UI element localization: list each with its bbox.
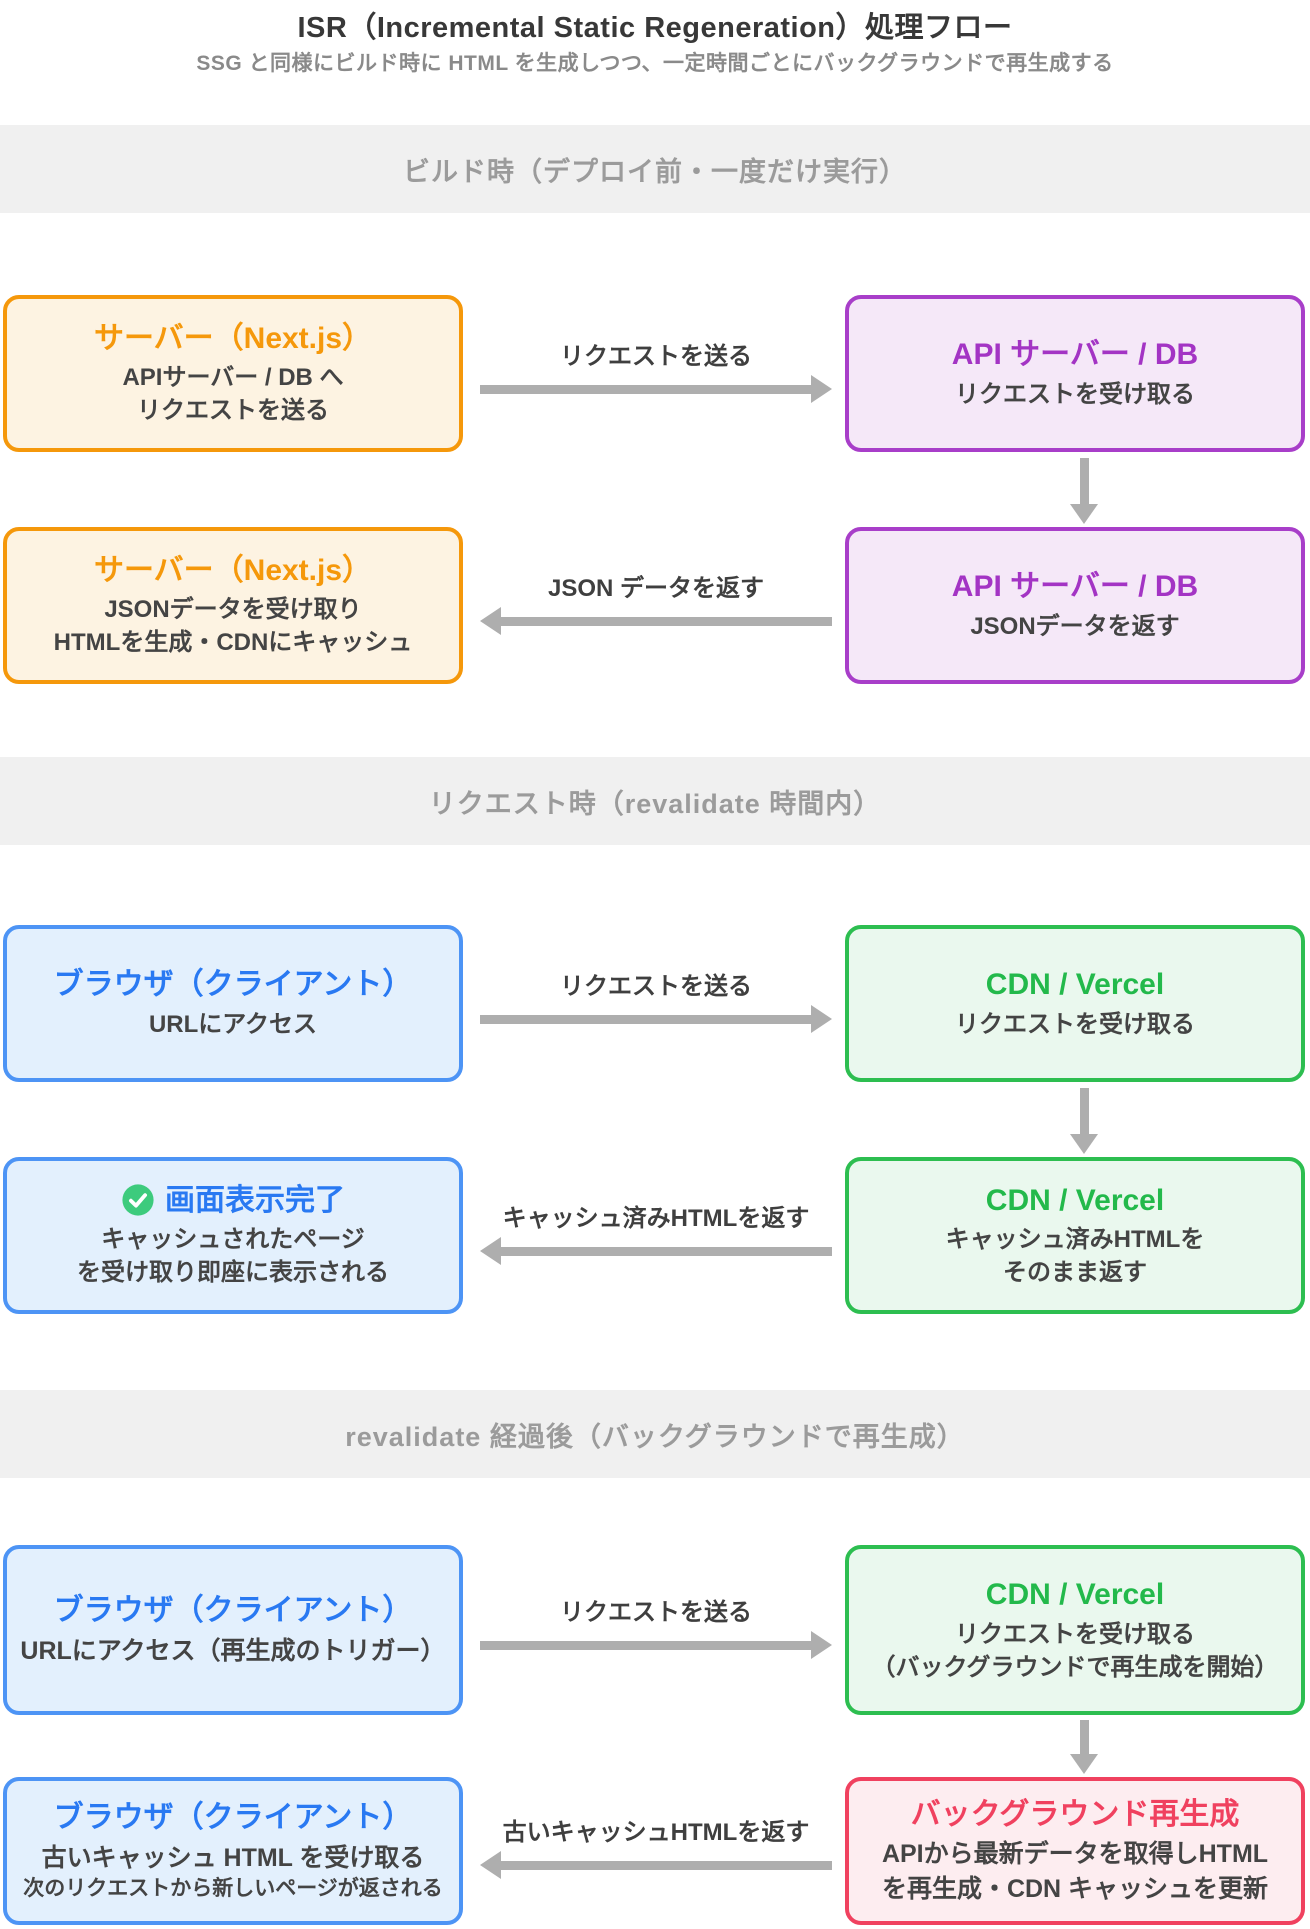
flow-box-server-nextjs: サーバー（Next.js） JSONデータを受け取り HTMLを生成・CDNにキ… <box>3 527 463 684</box>
arrow-zone: リクエストを送る <box>470 967 842 1033</box>
check-circle-icon <box>121 1183 155 1217</box>
box-title: API サーバー / DB <box>951 338 1199 372</box>
arrow-right-icon <box>480 375 832 403</box>
box-line: リクエストを受け取る <box>955 1620 1195 1648</box>
box-line: キャッシュ済みHTMLを <box>945 1226 1205 1254</box>
arrow-right-icon <box>480 1005 832 1033</box>
box-line: （バックグラウンドで再生成を開始） <box>871 1653 1279 1681</box>
flow-box-display-complete: 画面表示完了 キャッシュされたページ を受け取り即座に表示される <box>3 1157 463 1314</box>
box-title: ブラウザ（クライアント） <box>53 1801 413 1835</box>
box-title: 画面表示完了 <box>121 1182 345 1220</box>
box-line: を受け取り即座に表示される <box>77 1259 389 1287</box>
flow-row: ブラウザ（クライアント） URLにアクセス リクエストを送る CDN / Ver… <box>0 925 1310 1082</box>
box-title: サーバー（Next.js） <box>93 553 373 587</box>
flow-row: 画面表示完了 キャッシュされたページ を受け取り即座に表示される キャッシュ済み… <box>0 1157 1310 1314</box>
flow-box-cdn-vercel: CDN / Vercel リクエストを受け取る <box>845 925 1305 1082</box>
box-line: 古いキャッシュ HTML を受け取る <box>41 1843 425 1872</box>
flow-row: ブラウザ（クライアント） URLにアクセス（再生成のトリガー） リクエストを送る… <box>0 1545 1310 1715</box>
flow-box-browser-client: ブラウザ（クライアント） URLにアクセス（再生成のトリガー） <box>3 1545 463 1715</box>
arrow-label: 古いキャッシュHTMLを返す <box>502 1818 810 1846</box>
arrow-label: JSON データを返す <box>547 574 765 602</box>
page-subtitle: SSG と同様にビルド時に HTML を生成しつつ、一定時間ごとにバックグラウン… <box>196 52 1114 75</box>
box-title: ブラウザ（クライアント） <box>53 968 413 1002</box>
arrow-label: リクエストを送る <box>560 1598 752 1626</box>
section-band-after-revalidate: revalidate 経過後（バックグラウンドで再生成） <box>0 1390 1310 1478</box>
arrow-left-icon <box>480 607 832 635</box>
flow-box-server-nextjs: サーバー（Next.js） APIサーバー / DB へ リクエストを送る <box>3 295 463 452</box>
flow-row: ブラウザ（クライアント） 古いキャッシュ HTML を受け取る 次のリクエストか… <box>0 1777 1310 1925</box>
flow-row: サーバー（Next.js） JSONデータを受け取り HTMLを生成・CDNにキ… <box>0 527 1310 684</box>
flow-box-cdn-vercel: CDN / Vercel キャッシュ済みHTMLを そのまま返す <box>845 1157 1305 1314</box>
arrow-left-icon <box>480 1851 832 1879</box>
box-title: CDN / Vercel <box>985 1183 1165 1217</box>
flow-box-api-server-db: API サーバー / DB JSONデータを返す <box>845 527 1305 684</box>
arrow-zone: 古いキャッシュHTMLを返す <box>470 1813 842 1879</box>
arrow-zone: リクエストを送る <box>470 1593 842 1659</box>
arrow-zone: キャッシュ済みHTMLを返す <box>470 1199 842 1265</box>
arrow-down-icon <box>1070 1720 1098 1774</box>
arrow-left-icon <box>480 1237 832 1265</box>
box-line: URLにアクセス（再生成のトリガー） <box>20 1636 446 1665</box>
flow-row: サーバー（Next.js） APIサーバー / DB へ リクエストを送る リク… <box>0 295 1310 452</box>
page-title: ISR（Incremental Static Regeneration）処理フロ… <box>297 12 1013 44</box>
arrow-label: キャッシュ済みHTMLを返す <box>502 1204 810 1232</box>
box-line: を再生成・CDN キャッシュを更新 <box>881 1874 1269 1903</box>
box-title: ブラウザ（クライアント） <box>53 1594 413 1627</box>
box-line: リクエストを受け取る <box>955 1010 1195 1038</box>
arrow-zone: JSON データを返す <box>470 569 842 635</box>
box-line: リクエストを受け取る <box>955 380 1195 408</box>
box-line: JSONデータを返す <box>970 612 1180 640</box>
box-title: CDN / Vercel <box>985 1578 1165 1612</box>
arrow-right-icon <box>480 1631 832 1659</box>
arrow-label: リクエストを送る <box>560 342 752 370</box>
box-title-text: 画面表示完了 <box>165 1183 345 1217</box>
box-line: リクエストを送る <box>137 397 329 425</box>
section-band-request-time: リクエスト時（revalidate 時間内） <box>0 757 1310 845</box>
flow-box-cdn-vercel: CDN / Vercel リクエストを受け取る （バックグラウンドで再生成を開始… <box>845 1545 1305 1715</box>
box-title: CDN / Vercel <box>985 968 1165 1002</box>
flow-box-background-regeneration: バックグラウンド再生成 APIから最新データを取得しHTML を再生成・CDN … <box>845 1777 1305 1925</box>
box-title: バックグラウンド再生成 <box>910 1797 1240 1831</box>
flow-box-browser-client: ブラウザ（クライアント） URLにアクセス <box>3 925 463 1082</box>
box-line: HTMLを生成・CDNにキャッシュ <box>53 629 413 657</box>
flow-box-browser-client: ブラウザ（クライアント） 古いキャッシュ HTML を受け取る 次のリクエストか… <box>3 1777 463 1925</box>
arrow-label: リクエストを送る <box>560 972 752 1000</box>
box-line: URLにアクセス <box>148 1010 318 1038</box>
box-title: API サーバー / DB <box>951 570 1199 604</box>
box-line: キャッシュされたページ <box>101 1226 365 1254</box>
arrow-down-icon <box>1070 458 1098 524</box>
box-line: APIから最新データを取得しHTML <box>881 1840 1269 1869</box>
box-line: JSONデータを受け取り <box>104 596 362 624</box>
arrow-down-icon <box>1070 1088 1098 1154</box>
box-line: APIサーバー / DB へ <box>122 364 344 392</box>
box-line: そのまま返す <box>1003 1259 1147 1287</box>
flow-box-api-server-db: API サーバー / DB リクエストを受け取る <box>845 295 1305 452</box>
box-title: サーバー（Next.js） <box>93 321 373 355</box>
section-band-build-time: ビルド時（デプロイ前・一度だけ実行） <box>0 125 1310 213</box>
arrow-zone: リクエストを送る <box>470 337 842 403</box>
box-note: 次のリクエストから新しいページが返される <box>23 1877 443 1901</box>
